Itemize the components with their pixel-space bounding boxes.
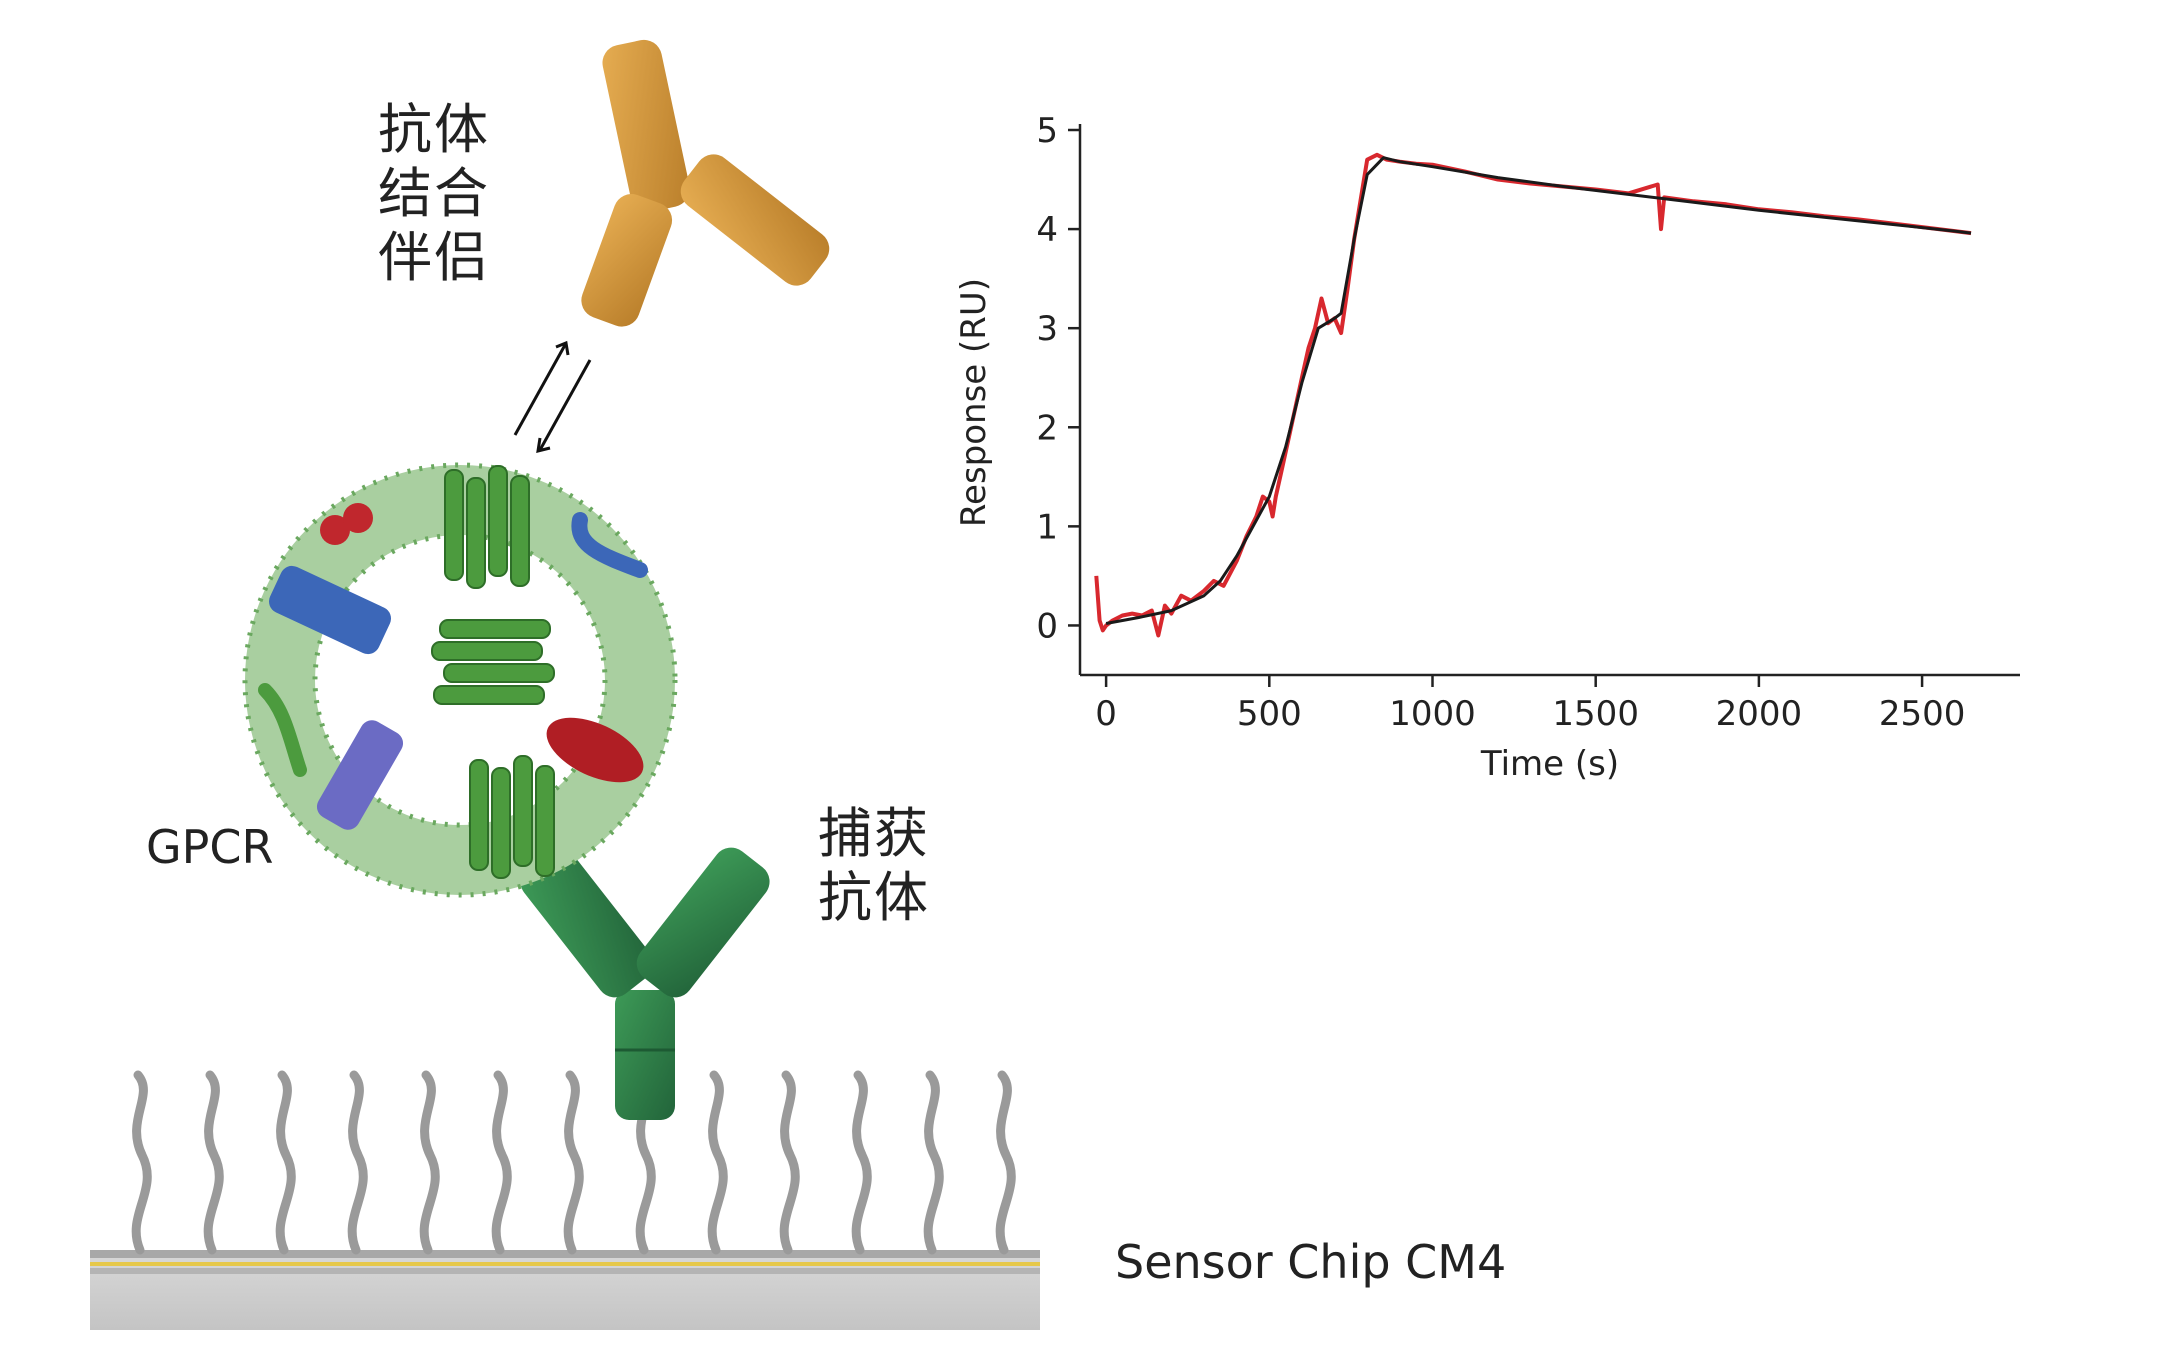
capture-antibody-label: 捕获 抗体 [818,802,930,929]
binding-partner-antibody [581,39,830,327]
x-tick-label: 1500 [1552,694,1639,734]
y-tick-label: 0 [1036,606,1058,646]
sensorgram-chart: 0 1 2 3 4 5 0 500 1000 1500 2000 2500 Time (s) Res… [954,111,2020,784]
chart-axes [1078,124,2020,677]
x-tick-label: 1000 [1389,694,1476,734]
y-axis-label: Response (RU) [954,278,994,527]
x-axis-ticks: 0 500 1000 1500 2000 2500 [1095,675,1965,734]
x-tick-label: 500 [1237,694,1302,734]
y-tick-label: 3 [1036,309,1058,349]
antibody-binding-partner-label: 抗体 结合 伴侣 [378,98,490,289]
membrane-proteins [258,503,648,830]
gold-layer [90,1262,1040,1266]
sensor-chip-label: Sensor Chip CM4 [1115,1235,1507,1289]
x-tick-label: 2500 [1879,694,1966,734]
chart-series [1094,152,1972,638]
y-tick-label: 4 [1036,210,1058,250]
y-tick-label: 5 [1036,111,1058,151]
binding-equilibrium-arrows [513,340,592,454]
assay-illustration [90,39,1040,1330]
raw-response-trace [1094,152,1972,638]
y-tick-label: 2 [1036,408,1058,448]
x-axis-label: Time (s) [1480,744,1619,784]
gpcr-receptors [431,465,555,879]
x-tick-label: 2000 [1716,694,1803,734]
x-tick-label: 0 [1095,694,1117,734]
fit-curve [1105,156,1972,625]
capture-antibody [520,847,770,1120]
y-tick-label: 1 [1036,507,1058,547]
sensor-chip-surface [90,1250,1040,1330]
y-axis-ticks: 0 1 2 3 4 5 [1036,111,1080,646]
gpcr-label: GPCR [146,820,274,874]
dextran-chains [131,1070,1016,1255]
